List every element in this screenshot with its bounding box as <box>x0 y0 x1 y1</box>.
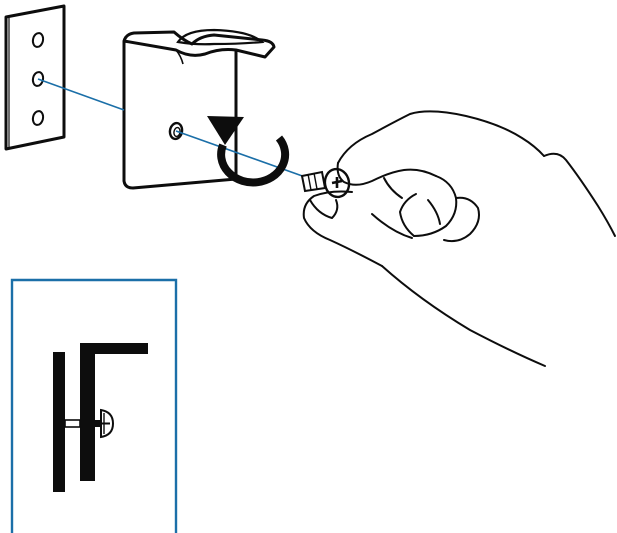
hand <box>302 110 616 367</box>
screw <box>300 167 351 199</box>
inset-bracket-flange <box>80 343 148 354</box>
hand-wrist-top <box>543 152 616 237</box>
hand-palm-crease <box>371 213 413 239</box>
hand-wrist-bottom <box>381 265 546 367</box>
inset-screw-shaft <box>64 419 81 428</box>
hand-thumb <box>302 190 383 267</box>
inset-frame <box>10 278 178 533</box>
hand-little-finger <box>443 196 480 243</box>
rotation-arrow-icon <box>207 116 290 187</box>
axis-bracket-to-screw <box>175 130 309 179</box>
bracket-hole <box>168 121 184 141</box>
hand-ring-finger <box>399 193 417 237</box>
bracket-bend-line <box>175 49 184 65</box>
axis-wall-to-bracket <box>37 78 125 111</box>
bracket-slot <box>176 28 265 46</box>
wall-hole-bottom <box>31 110 45 126</box>
hand-index-knuckle <box>383 177 403 199</box>
hand-thumbnail <box>309 199 339 219</box>
rotation-arrow-arc <box>217 135 290 187</box>
wall-hole-top <box>31 32 45 48</box>
inset-wall <box>53 352 65 492</box>
hand-middle-finger <box>413 175 458 237</box>
screw-thread-2 <box>313 172 318 190</box>
screw-cross-slot-icon <box>331 177 343 188</box>
rotation-arrow-head <box>207 116 244 145</box>
wall-plate <box>4 4 66 151</box>
bracket-vertical-face <box>122 41 238 190</box>
screw-thread-1 <box>307 173 312 191</box>
screw-shank <box>300 170 327 193</box>
alignment-axis <box>37 78 309 179</box>
inset-screw-shaft-behind <box>95 420 101 427</box>
inset-bracket-vertical <box>80 343 95 481</box>
l-bracket <box>122 28 276 190</box>
inset-side-view <box>10 278 178 533</box>
wall-plate-outline <box>4 4 66 151</box>
hand-outline-top <box>337 110 545 164</box>
hand-index-finger <box>336 162 437 186</box>
hand-finger-crease-1 <box>427 199 441 225</box>
